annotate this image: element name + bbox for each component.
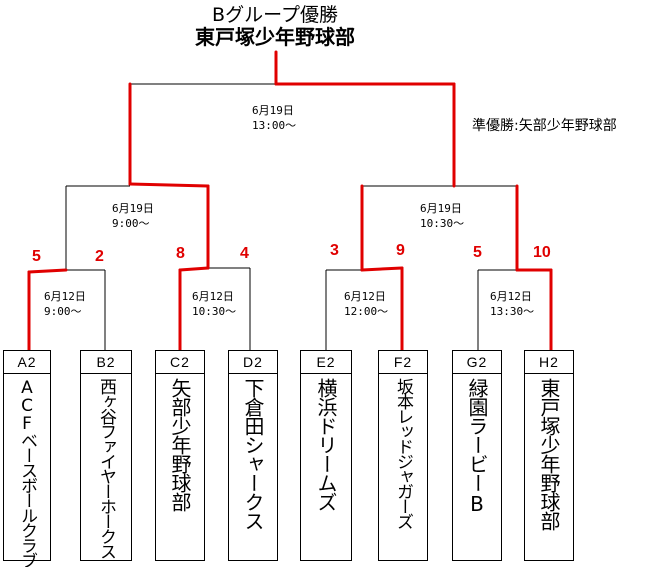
score-b2: 2 [95, 248, 104, 265]
team-name: 坂本レッドジャガーズ [393, 378, 413, 528]
team-card-e2: E2 横浜ドリームズ [300, 350, 352, 561]
champion-team-name: 東戸塚少年野球部 [195, 25, 355, 49]
match-time: 12:00〜 [344, 305, 389, 318]
score-e2: 3 [330, 242, 339, 259]
match-semi-right: 6月19日 10:30〜 [420, 201, 464, 231]
team-card-c2: C2 矢部少年野球部 [155, 350, 205, 561]
match-r1-4: 6月12日 13:30〜 [490, 289, 534, 319]
team-card-d2: D2 下倉田シャークス [228, 350, 278, 561]
match-r1-1: 6月12日 9:00〜 [44, 289, 86, 319]
match-date: 6月19日 [252, 104, 294, 117]
score-h2: 10 [533, 244, 551, 261]
score-d2: 4 [240, 245, 249, 262]
score-f2: 9 [396, 242, 405, 259]
team-code: C2 [156, 351, 204, 374]
team-name: 緑園ラービーB [465, 378, 489, 515]
match-date: 6月19日 [420, 202, 462, 215]
match-date: 6月12日 [490, 290, 532, 303]
match-time: 9:00〜 [44, 305, 82, 318]
team-name: 西ヶ谷ファイヤーホークス [96, 378, 116, 558]
team-card-h2: H2 東戸塚少年野球部 [524, 350, 574, 561]
win-r1-2 [178, 266, 210, 272]
win-r1-1 [27, 268, 68, 274]
win-semi-left-top [128, 182, 210, 188]
score-a2: 5 [32, 248, 41, 265]
match-time: 13:00〜 [252, 119, 297, 132]
match-time: 13:30〜 [490, 305, 535, 318]
team-card-b2: B2 西ヶ谷ファイヤーホークス [80, 350, 132, 561]
match-time: 10:30〜 [420, 217, 465, 230]
team-code: G2 [453, 351, 501, 374]
match-date: 6月12日 [192, 290, 234, 303]
team-code: H2 [525, 351, 573, 374]
team-name: 横浜ドリームズ [314, 378, 338, 511]
score-c2: 8 [176, 245, 185, 262]
score-g2: 5 [473, 244, 482, 261]
win-r1-3 [360, 266, 404, 272]
team-code: D2 [229, 351, 277, 374]
team-card-a2: A2 ACFベースボールクラブ [3, 350, 51, 567]
match-date: 6月12日 [44, 290, 86, 303]
team-code: B2 [81, 351, 131, 374]
match-time: 10:30〜 [192, 305, 237, 318]
team-card-g2: G2 緑園ラービーB [452, 350, 502, 561]
match-semi-left: 6月19日 9:00〜 [112, 201, 154, 231]
team-code: F2 [379, 351, 427, 374]
match-final: 6月19日 13:00〜 [252, 103, 296, 133]
bracket-lines [65, 83, 517, 350]
team-name: 東戸塚少年野球部 [537, 378, 561, 530]
match-date: 6月19日 [112, 202, 154, 215]
team-name: ACFベースボールクラブ [17, 378, 37, 567]
match-r1-2: 6月12日 10:30〜 [192, 289, 236, 319]
match-time: 9:00〜 [112, 217, 150, 230]
runner-up-label: 準優勝:矢部少年野球部 [472, 118, 617, 134]
team-code: A2 [4, 351, 50, 374]
group-winner-heading: Bグループ優勝 [212, 4, 338, 26]
winner-lines [27, 50, 553, 352]
match-r1-3: 6月12日 12:00〜 [344, 289, 388, 319]
team-card-f2: F2 坂本レッドジャガーズ [378, 350, 428, 561]
team-name: 矢部少年野球部 [168, 378, 192, 511]
match-date: 6月12日 [344, 290, 386, 303]
team-code: E2 [301, 351, 351, 374]
champion-title: Bグループ優勝 東戸塚少年野球部 [170, 4, 380, 48]
team-name: 下倉田シャークス [241, 378, 265, 530]
